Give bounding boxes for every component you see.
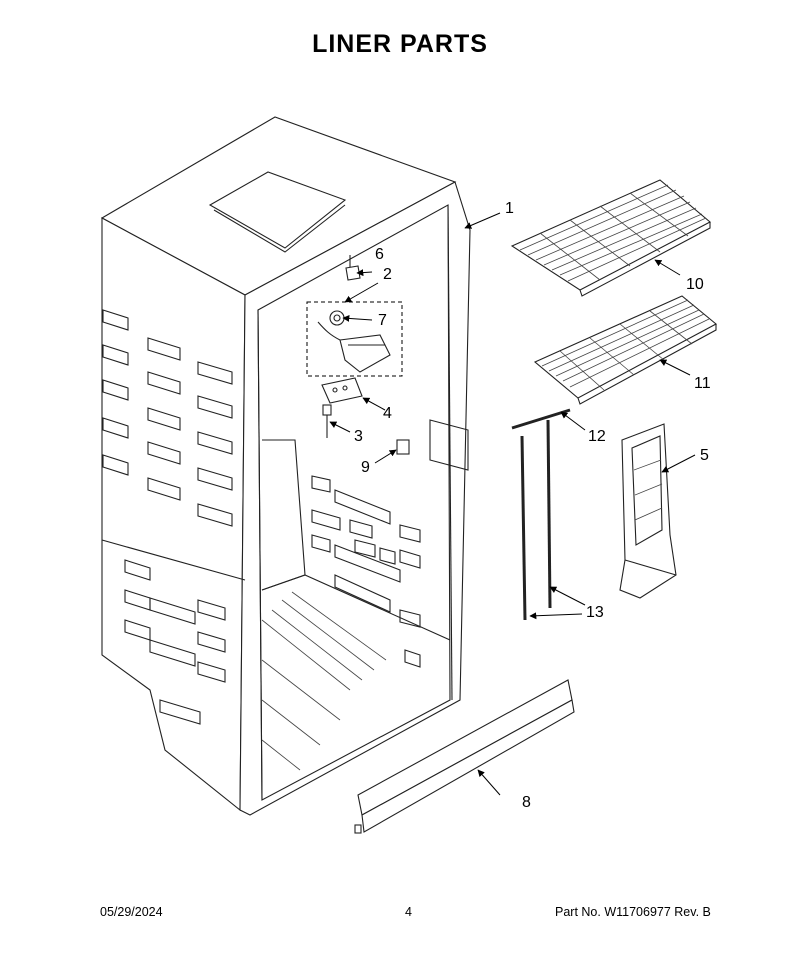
liner-body (100, 116, 471, 816)
callout-11: 11 (694, 375, 711, 392)
page-title: LINER PARTS (312, 30, 488, 58)
callout-10: 10 (686, 276, 704, 293)
callout-7: 7 (378, 312, 387, 329)
footer-date: 05/29/2024 (100, 905, 163, 919)
callout-labels: 1 2 3 4 5 6 7 8 9 10 11 12 13 (354, 200, 711, 811)
part-10-wire-shelf (510, 179, 711, 297)
callout-13: 13 (586, 604, 604, 621)
callout-2: 2 (383, 266, 392, 283)
callout-6: 6 (375, 246, 384, 263)
part-9-label (396, 439, 410, 455)
footer-part-number: Part No. W11706977 Rev. B (555, 905, 711, 919)
part-13-rods (520, 419, 552, 621)
callout-8: 8 (522, 794, 531, 811)
callout-12: 12 (588, 428, 606, 445)
part-3-thermistor (322, 404, 332, 438)
callout-1: 1 (505, 200, 514, 217)
part-8-front-trim (354, 679, 575, 834)
footer-page-number: 4 (405, 905, 412, 919)
part-2-assembly-box (306, 301, 403, 377)
callout-5: 5 (700, 447, 709, 464)
part-11-wire-shelf (533, 295, 717, 405)
part-5-bin-side (619, 423, 677, 599)
part-12-rod (511, 408, 571, 430)
callout-4: 4 (383, 405, 392, 422)
callout-9: 9 (361, 459, 370, 476)
part-7-sensor-assembly (317, 310, 391, 373)
leader-lines (329, 212, 696, 796)
callout-3: 3 (354, 428, 363, 445)
part-4-light (321, 377, 363, 404)
